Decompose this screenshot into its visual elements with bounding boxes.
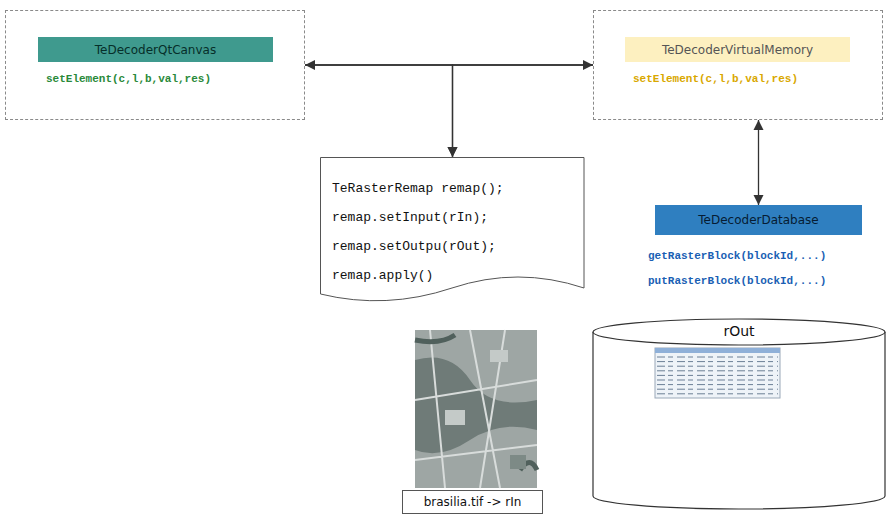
- document-shape: [321, 158, 585, 301]
- cylinder-body: [593, 332, 885, 509]
- file-label: brasilia.tif -> rIn: [424, 495, 522, 509]
- table-image: [655, 348, 780, 398]
- table-row: [657, 384, 778, 385]
- cylinder-outline: [592, 318, 886, 510]
- table-row: [657, 375, 778, 376]
- method-text: getRasterBlock(blockId,...): [648, 250, 826, 262]
- file-label-box: brasilia.tif -> rIn: [402, 490, 543, 514]
- decoder-box: TeDecoderVirtualMemory setElement(c,l,b,v…: [593, 10, 883, 120]
- connector-arrow: [758, 120, 759, 205]
- aerial-image: [415, 330, 537, 488]
- table-row: [657, 380, 778, 381]
- class-name-band: TeDecoderVirtualMemory: [625, 37, 850, 62]
- connector-arrow: [453, 65, 594, 157]
- code-line: remap.setOutpu(rOut);: [332, 239, 496, 254]
- database-name: rOut: [592, 323, 886, 339]
- table-row: [657, 361, 778, 362]
- document-outline: [320, 157, 585, 307]
- decoder-box: TeDecoderQtCanvas setElement(c,l,b,val,re…: [5, 10, 305, 120]
- method-text: setElement(c,l,b,val,res): [633, 73, 798, 85]
- class-name-band: TeDecoderQtCanvas: [38, 37, 273, 62]
- method-text: setElement(c,l,b,val,res): [46, 73, 211, 85]
- code-line: remap.apply(): [332, 268, 433, 283]
- table-row: [657, 393, 778, 394]
- table-row: [657, 389, 778, 390]
- class-name-band: TeDecoderDatabase: [655, 205, 862, 235]
- connector-arrow: [305, 65, 453, 157]
- code-line: TeRasterRemap remap();: [332, 181, 504, 196]
- code-line: remap.setInput(rIn);: [332, 210, 488, 225]
- table-row: [657, 370, 778, 371]
- table-header: [655, 348, 780, 353]
- table-row: [657, 366, 778, 367]
- table-row: [657, 357, 778, 358]
- code-document: TeRasterRemap remap(); remap.setInput(rIn…: [320, 157, 585, 307]
- cylinder-top: [593, 319, 885, 345]
- method-text: putRasterBlock(blockId,...): [648, 275, 826, 287]
- decoder-block: TeDecoderDatabasegetRasterBlock(blockId,…: [655, 205, 862, 295]
- database-cylinder: rOut: [592, 318, 886, 510]
